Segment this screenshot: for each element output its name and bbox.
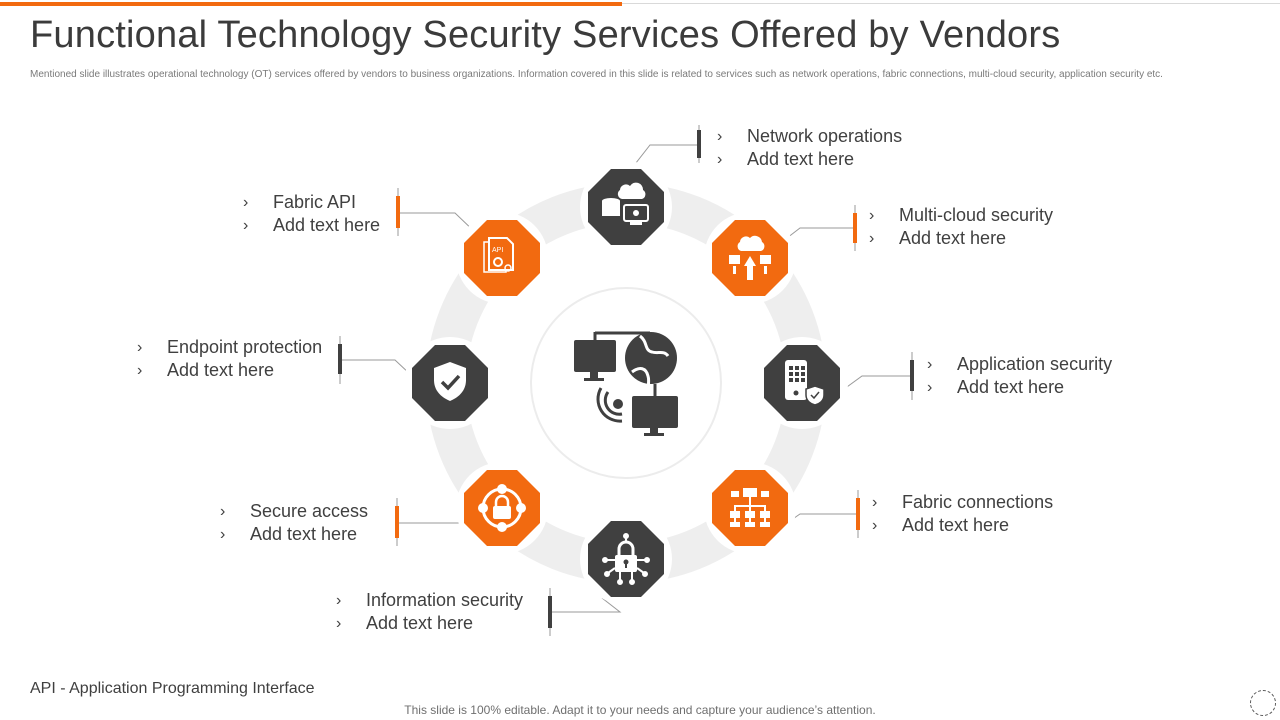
service-body: Add text here <box>366 613 474 633</box>
node-fabric-api: API <box>456 212 548 304</box>
connector-network-operations <box>631 144 699 169</box>
label-application-security: › Application security › Add text here <box>927 353 1112 399</box>
node-endpoint-protection <box>404 337 496 429</box>
bullet-chevron: › <box>137 362 143 379</box>
label-secure-access: › Secure access › Add text here <box>220 500 368 546</box>
node-application-security <box>756 337 848 429</box>
api-document-gear-icon: API <box>483 237 514 273</box>
bullet-chevron: › <box>243 194 249 211</box>
node-multi-cloud-security <box>704 212 796 304</box>
service-body: Add text here <box>167 360 275 380</box>
bullet-chevron: › <box>243 217 249 234</box>
footnote: API - Application Programming Interface <box>30 680 315 697</box>
service-heading: Network operations <box>747 126 903 146</box>
svg-text:API: API <box>492 247 503 254</box>
bullet-chevron: › <box>872 517 878 534</box>
service-body: Add text here <box>250 524 358 544</box>
bullet-chevron: › <box>927 379 933 396</box>
top-accent-bar <box>0 0 1280 7</box>
top-accent-orange <box>0 2 622 6</box>
node-network-operations <box>580 161 672 253</box>
service-heading: Endpoint protection <box>167 337 323 357</box>
node-secure-access <box>456 462 548 554</box>
connector-application-security <box>839 375 912 393</box>
connector-multi-cloud-security <box>786 227 855 239</box>
connector-fabric-connections <box>786 513 858 524</box>
bottom-note: This slide is 100% editable. Adapt it to… <box>404 703 876 717</box>
connector-information-security <box>550 597 622 613</box>
cloud-database-monitor-icon <box>602 182 649 225</box>
node-fabric-connections <box>704 462 796 554</box>
bullet-chevron: › <box>336 592 342 609</box>
label-fabric-api: › Fabric API › Add text here <box>243 191 380 237</box>
bullet-chevron: › <box>137 339 143 356</box>
service-heading: Multi-cloud security <box>899 205 1054 225</box>
service-body: Add text here <box>957 377 1065 397</box>
bullet-chevron: › <box>220 503 226 520</box>
mobile-shield-icon <box>785 360 825 406</box>
node-information-security <box>580 513 672 605</box>
connector-endpoint-protection <box>340 359 412 376</box>
bullet-chevron: › <box>869 207 875 224</box>
service-heading: Application security <box>957 354 1113 374</box>
service-heading: Information security <box>366 590 524 610</box>
global-network-computers-icon <box>574 331 678 436</box>
service-heading: Secure access <box>250 501 369 521</box>
bullet-chevron: › <box>927 356 933 373</box>
label-network-operations: › Network operations › Add text here <box>717 125 902 171</box>
bullet-chevron: › <box>717 128 723 145</box>
cloud-network-icon <box>729 235 771 280</box>
service-body: Add text here <box>273 215 381 235</box>
circuit-lock-icon <box>602 533 650 585</box>
network-hierarchy-icon <box>730 488 770 527</box>
bullet-chevron: › <box>220 526 226 543</box>
page-title: Functional Technology Security Services … <box>30 14 1061 56</box>
corner-circle-icon <box>1250 690 1276 716</box>
center-circle <box>530 287 722 479</box>
label-information-security: › Information security › Add text here <box>336 589 523 635</box>
service-heading: Fabric API <box>273 192 357 212</box>
service-body: Add text here <box>902 515 1010 535</box>
bullet-chevron: › <box>336 615 342 632</box>
label-ticks <box>338 125 914 636</box>
bullet-chevron: › <box>717 151 723 168</box>
service-body: Add text here <box>899 228 1007 248</box>
bullet-chevron: › <box>872 494 878 511</box>
shield-check-icon <box>434 362 466 401</box>
bullet-chevron: › <box>869 230 875 247</box>
label-multi-cloud-security: › Multi-cloud security › Add text here <box>869 204 1053 250</box>
label-fabric-connections: › Fabric connections › Add text here <box>872 491 1053 537</box>
page-subtitle: Mentioned slide illustrates operational … <box>30 69 1163 80</box>
top-accent-gray <box>622 3 1280 4</box>
service-body: Add text here <box>747 149 855 169</box>
lock-network-icon <box>478 484 526 532</box>
label-endpoint-protection: › Endpoint protection › Add text here <box>137 336 322 382</box>
service-heading: Fabric connections <box>902 492 1054 512</box>
